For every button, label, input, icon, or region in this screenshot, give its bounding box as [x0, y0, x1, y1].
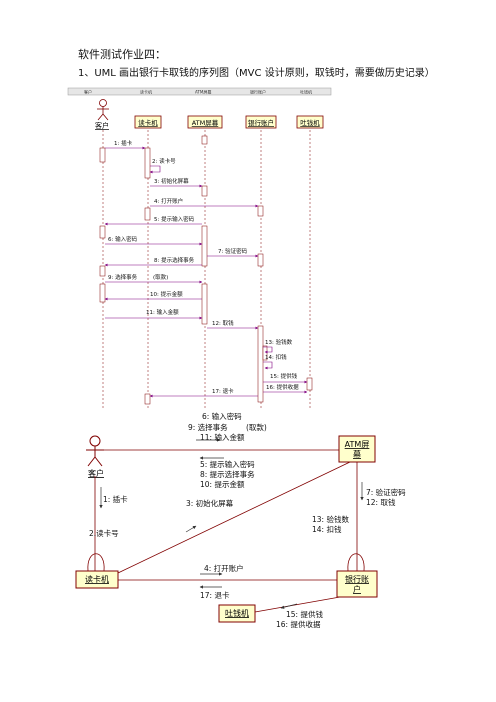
collab-label: 1: 插卡 — [103, 494, 128, 504]
document-heading: 软件测试作业四： — [78, 48, 166, 61]
collab-object-card-reader — [75, 570, 119, 589]
collaboration-diagram: 客户 ATM屏 幕 读卡机 银行账 户 吐钱机 — [75, 411, 406, 629]
collab-object-label: 银行账 — [345, 574, 369, 584]
seq-object-label: ATM屏幕 — [192, 118, 219, 127]
seq-activations — [99, 135, 313, 405]
seq-msg-label: 7: 验证密码 — [218, 247, 248, 255]
collab-object-label: 吐钱机 — [225, 608, 249, 618]
collab-label: 8: 提示选择事务 — [200, 469, 255, 479]
seq-actor-icon — [97, 99, 109, 121]
seq-msg-label: 17: 退卡 — [212, 387, 234, 395]
collab-object-cash-dispenser — [218, 604, 256, 623]
collab-label: 3: 初始化屏幕 — [186, 498, 234, 508]
seq-msg-label: 6: 输入密码 — [108, 235, 138, 243]
seq-object-label: 读卡机 — [138, 118, 158, 127]
collab-label: (取款) — [246, 422, 267, 432]
seq-object-cash-dispenser — [296, 115, 324, 129]
seq-msg-label: 5: 提示输入密码 — [154, 215, 195, 223]
seq-msg-label: 12: 取钱 — [212, 319, 234, 327]
seq-header-tab: 客户 — [84, 89, 92, 95]
collab-object-label: 读卡机 — [85, 574, 109, 584]
collab-object-bank-account — [336, 570, 378, 598]
question-text: 1、UML 画出银行卡取钱的序列图（MVC 设计原则，取钱时，需要做历史记录） — [78, 68, 435, 79]
sequence-diagram: 客户 读卡机 ATM屏幕 银行账户 吐钱机 客户 读卡机 ATM屏幕 银行账户 … — [67, 87, 332, 410]
collab-arrows — [99, 438, 364, 609]
seq-msg-label: 10: 提示金额 — [150, 290, 183, 298]
collab-label: 4: 打开账户 — [204, 563, 244, 573]
seq-msg-label: 15: 提供钱 — [270, 372, 298, 380]
seq-header-tab: 读卡机 — [140, 89, 152, 95]
seq-msg-label: (取款) — [153, 273, 168, 281]
collab-actor-label: 客户 — [88, 468, 104, 478]
seq-header-tab: 吐钱机 — [300, 89, 312, 95]
collab-label: 16: 提供收据 — [276, 619, 321, 629]
collab-label: 13: 验钱数 — [312, 514, 349, 524]
collab-label: 11: 输入金额 — [200, 432, 245, 442]
seq-msg-label: 16: 提供收据 — [266, 383, 299, 391]
seq-header-bar — [67, 87, 332, 96]
collab-label: 15: 提供钱 — [286, 609, 323, 619]
collab-actor-icon — [86, 435, 104, 467]
collab-links — [87, 449, 365, 613]
collab-label: 10: 提示金额 — [200, 479, 245, 489]
seq-header-tab: 银行账户 — [250, 89, 266, 95]
collab-label: 7: 验证密码 — [366, 487, 406, 497]
seq-msg-label: 1: 插卡 — [114, 139, 133, 147]
seq-object-label: 银行账户 — [248, 118, 274, 127]
collab-object-label: ATM屏 — [345, 440, 370, 449]
collab-label: 17: 退卡 — [200, 590, 230, 600]
collab-label: 9: 选择事务 — [188, 422, 228, 432]
seq-actor-label: 客户 — [95, 121, 109, 130]
seq-message-arrows — [104, 146, 308, 398]
collab-label: 2.读卡号 — [89, 528, 119, 538]
seq-object-bank-account — [245, 115, 277, 129]
collab-label: 5: 提示输入密码 — [200, 459, 255, 469]
collab-label: 12: 取钱 — [366, 497, 396, 507]
collab-label: 6: 输入密码 — [202, 411, 242, 421]
seq-header-tab: ATM屏幕 — [195, 89, 211, 95]
seq-msg-label: 13: 验钱数 — [265, 338, 293, 346]
collab-object-label: 户 — [353, 584, 361, 594]
seq-msg-label: 8: 提示选择事务 — [154, 256, 195, 264]
seq-msg-label: 9: 选择事务 — [108, 273, 138, 281]
seq-object-atm-screen — [187, 115, 223, 129]
seq-msg-label: 3: 初始化屏幕 — [154, 177, 189, 185]
seq-msg-label: 11: 输入金额 — [146, 308, 179, 316]
seq-object-label: 吐钱机 — [300, 118, 320, 127]
collab-label: 14: 扣钱 — [312, 524, 342, 534]
seq-lifelines — [102, 130, 311, 410]
collab-object-label: 幕 — [353, 449, 361, 459]
seq-msg-label: 2: 读卡号 — [152, 157, 176, 165]
seq-msg-label: 4: 打开账户 — [154, 197, 183, 205]
seq-object-card-reader — [134, 115, 162, 129]
seq-msg-label: 14: 扣钱 — [265, 353, 287, 361]
